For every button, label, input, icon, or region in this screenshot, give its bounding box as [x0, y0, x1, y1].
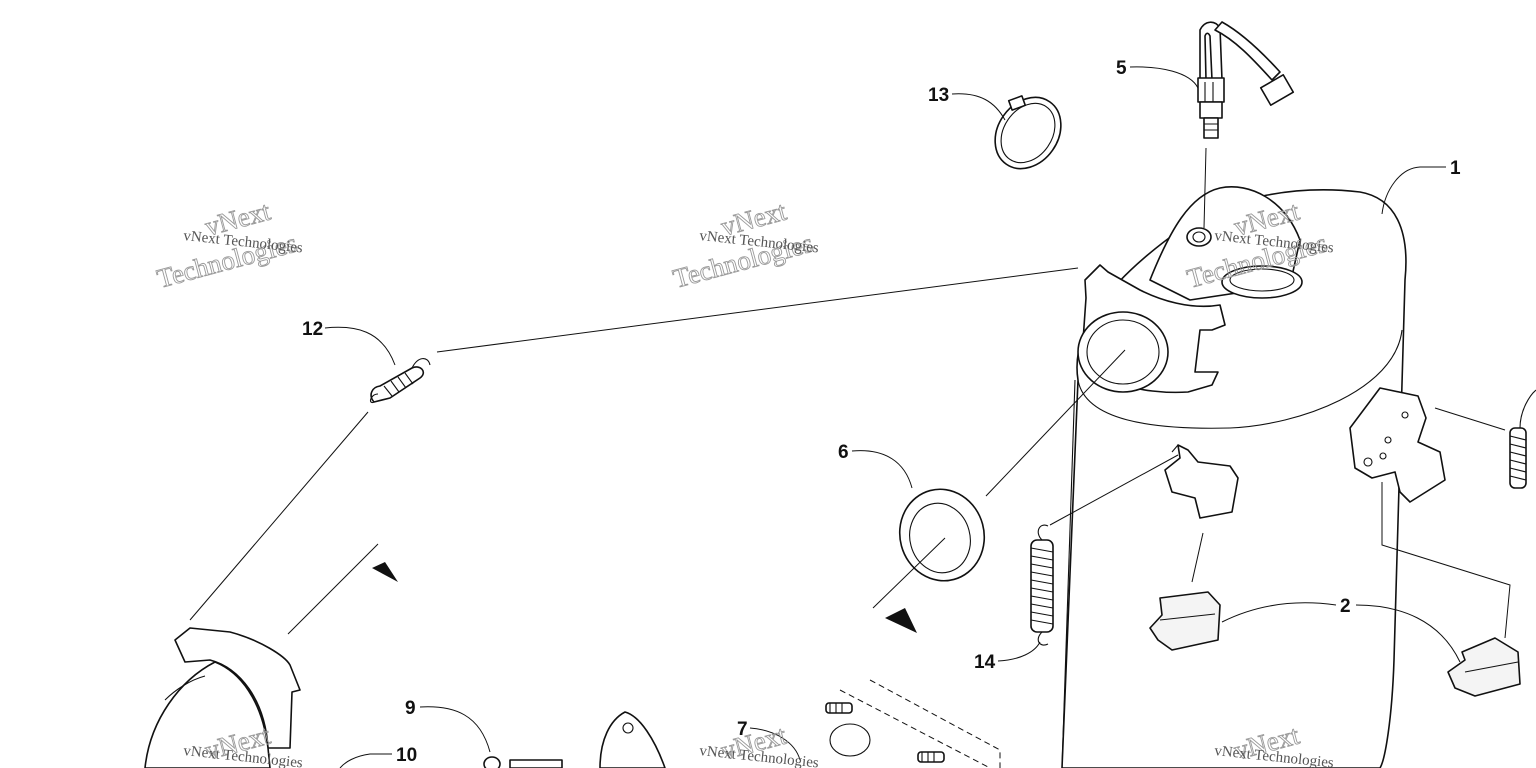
oxygen-sensor — [1197, 21, 1295, 139]
callout-10: 10 — [396, 745, 417, 766]
tension-spring-right — [1509, 389, 1536, 489]
callout-7: 7 — [737, 719, 748, 740]
leader-line-spring-to-manifold — [189, 411, 369, 621]
watermark-upper-left: vNext Technologies vNext Technologies — [153, 195, 303, 294]
callout-2: 2 — [1340, 596, 1351, 617]
leader-line-6-in — [872, 537, 946, 609]
leader-line-14 — [997, 641, 1041, 662]
bracket-pad-center — [1164, 444, 1239, 519]
callout-5: 5 — [1116, 58, 1127, 79]
direction-arrow-left — [372, 562, 398, 582]
leader-line-14-up — [1049, 454, 1179, 526]
leader-line-10 — [339, 753, 392, 768]
leader-line-5-down — [1203, 147, 1207, 229]
callout-6: 6 — [838, 442, 849, 463]
exhaust-manifold-pipe — [144, 627, 301, 768]
washer-part — [483, 756, 563, 768]
tension-spring-long — [1030, 524, 1054, 646]
callout-12: 12 — [302, 319, 323, 340]
mounting-flange-lower — [599, 711, 666, 768]
pad-right — [1447, 637, 1521, 697]
leader-line-2a — [1221, 602, 1337, 623]
leader-line-6 — [851, 450, 913, 489]
leader-line-spring-to-flange — [436, 267, 1079, 353]
leader-line-13 — [951, 93, 1006, 121]
callout-1: 1 — [1450, 158, 1461, 179]
leader-line-manifold-axis — [287, 543, 379, 635]
leader-line-7 — [749, 727, 801, 761]
leader-line-1 — [1381, 166, 1446, 215]
bracket-pad-right — [1349, 387, 1446, 503]
pad-center — [1149, 591, 1221, 651]
leader-line-2b — [1355, 604, 1461, 663]
leader-line-5 — [1129, 66, 1199, 89]
watermark-lower-center: vNext vNext Technologies — [699, 719, 820, 768]
watermark-upper-center: vNext Technologies vNext Technologies — [669, 195, 819, 294]
leader-line-6-axis — [985, 349, 1126, 497]
cylinder-head-outline — [825, 679, 1001, 768]
leader-line-pad-center — [1191, 532, 1204, 583]
callout-9: 9 — [405, 698, 416, 719]
leader-line-pad-stack — [1381, 482, 1511, 639]
leader-line-9 — [419, 706, 491, 753]
hose-clamp — [994, 95, 1062, 170]
callout-13: 13 — [928, 85, 949, 106]
callout-14: 14 — [974, 652, 996, 673]
direction-arrow-right — [885, 608, 917, 633]
leader-line-spring-right — [1434, 407, 1506, 431]
tension-spring-upper — [369, 358, 431, 404]
leader-line-12 — [324, 326, 396, 366]
exhaust-seal-ring — [898, 488, 986, 582]
